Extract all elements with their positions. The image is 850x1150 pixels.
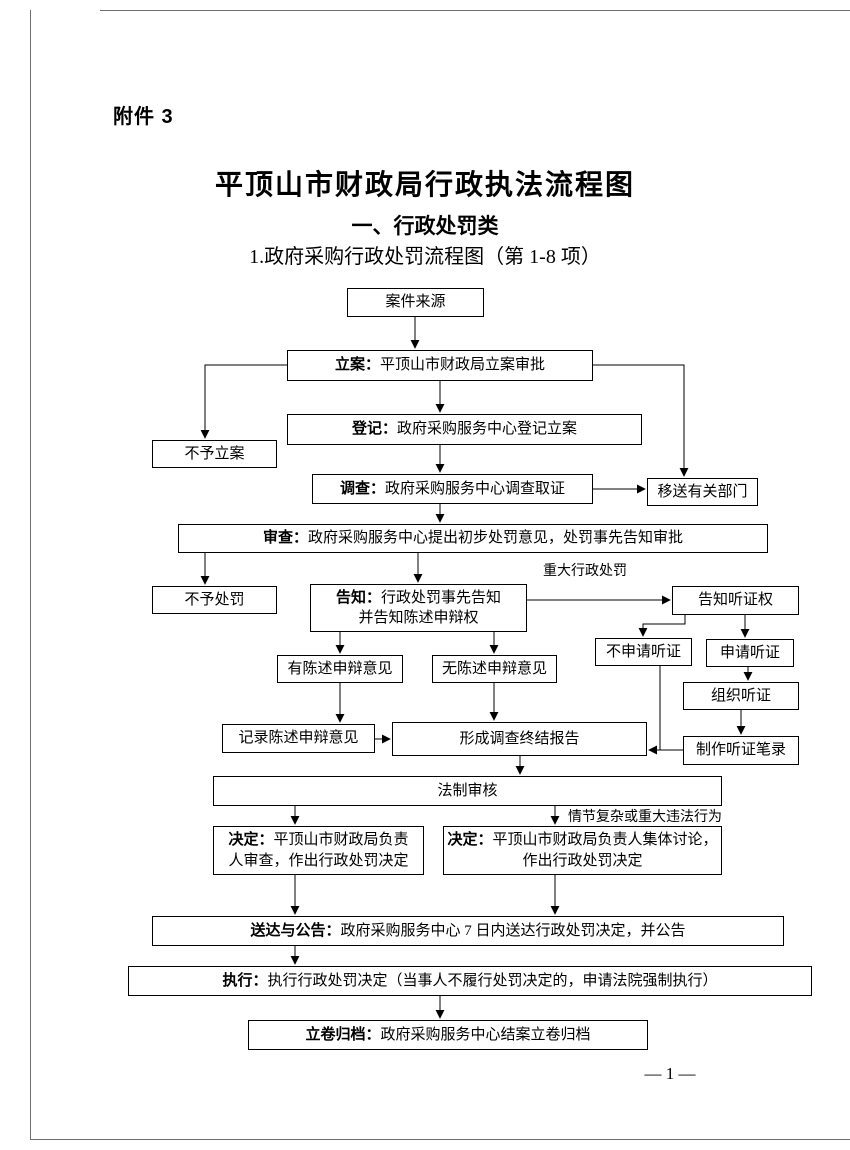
flow-node-execution: 执行：执行行政处罚决定（当事人不履行处罚决定的，申请法院强制执行） [128, 966, 812, 996]
node-label: 决定： [228, 832, 274, 849]
node-text: 不予处罚 [184, 591, 245, 608]
flow-node-hearing-record: 制作听证笔录 [683, 736, 799, 765]
flow-node-filing: 立案：平顶山市财政局立案审批 [287, 350, 593, 381]
node-label: 登记： [351, 421, 397, 438]
node-text: 政府采购服务中心 7 日内送达行政处罚决定，并公告 [340, 922, 686, 939]
node-text: 有陈述申辩意见 [287, 660, 393, 677]
node-text: 不予立案 [184, 445, 245, 462]
flow-node-no-statement: 无陈述申辩意见 [432, 655, 557, 683]
flow-node-no-filing: 不予立案 [152, 440, 277, 468]
node-text: 政府采购服务中心提出初步处罚意见，处罚事先告知审批 [308, 530, 684, 547]
flow-node-record-statement: 记录陈述申辩意见 [222, 724, 375, 753]
node-label: 立卷归档： [305, 1026, 381, 1043]
node-label: 立案： [334, 357, 380, 374]
node-text: 告知听证权 [697, 592, 773, 609]
node-text: 政府采购服务中心结案立卷归档 [380, 1026, 591, 1043]
flow-node-registration: 登记：政府采购服务中心登记立案 [287, 414, 642, 445]
node-text: 形成调查终结报告 [459, 730, 580, 747]
flow-node-case-source: 案件来源 [347, 288, 484, 317]
node-text-line2: 人审查，作出行政处罚决定 [228, 852, 409, 869]
attachment-label: 附件 3 [113, 106, 174, 128]
node-label: 调查： [339, 480, 385, 497]
node-text: 平顶山市财政局负责 [273, 832, 409, 849]
section-heading: 一、行政处罚类 [351, 215, 499, 238]
node-text: 政府采购服务中心调查取证 [385, 480, 566, 497]
node-text: 平顶山市财政局立案审批 [380, 357, 546, 374]
node-text: 移送有关部门 [657, 483, 748, 500]
node-text: 案件来源 [385, 294, 446, 311]
flow-node-final-report: 形成调查终结报告 [392, 722, 647, 756]
node-text: 组织听证 [710, 687, 771, 704]
flow-node-notice: 告知：行政处罚事先告知 并告知陈述申辩权 [310, 584, 527, 632]
flow-node-delivery: 送达与公告：政府采购服务中心 7 日内送达行政处罚决定，并公告 [152, 916, 784, 946]
page-number: — 1 — [644, 1064, 696, 1083]
subsection-heading: 1.政府采购行政处罚流程图（第 1-8 项） [249, 246, 601, 268]
node-label: 决定： [447, 832, 493, 849]
flow-node-no-penalty: 不予处罚 [152, 586, 277, 614]
flow-node-organize-hearing: 组织听证 [683, 682, 799, 710]
node-text: 不申请听证 [605, 643, 681, 660]
node-label: 执行： [222, 972, 268, 989]
node-label: 审查： [262, 530, 308, 547]
node-label: 告知： [335, 589, 381, 606]
flow-node-legal-review: 法制审核 [213, 776, 722, 806]
flow-node-decision-right: 决定：平顶山市财政局负责人集体讨论， 作出行政处罚决定 [443, 826, 722, 875]
node-text: 申请听证 [719, 644, 780, 661]
node-text: 执行行政处罚决定（当事人不履行处罚决定的，申请法院强制执行） [267, 972, 718, 989]
node-text-line2: 并告知陈述申辩权 [358, 610, 479, 626]
flow-node-investigation: 调查：政府采购服务中心调查取证 [312, 474, 593, 504]
node-text-line2: 作出行政处罚决定 [522, 852, 643, 869]
page-border-top [100, 10, 850, 11]
page-border-bottom [30, 1139, 850, 1140]
flow-node-no-hearing-request: 不申请听证 [595, 638, 692, 666]
node-text: 制作听证笔录 [695, 742, 786, 759]
doc-title: 平顶山市财政局行政执法流程图 [214, 170, 635, 201]
flow-node-archive: 立卷归档：政府采购服务中心结案立卷归档 [248, 1020, 648, 1050]
node-text: 法制审核 [437, 782, 498, 799]
flow-node-hearing-request: 申请听证 [706, 639, 794, 667]
flow-node-decision-left: 决定：平顶山市财政局负责 人审查，作出行政处罚决定 [213, 826, 424, 875]
node-text: 行政处罚事先告知 [381, 589, 502, 606]
flow-node-has-statement: 有陈述申辩意见 [277, 655, 403, 683]
node-text: 平顶山市财政局负责人集体讨论， [492, 832, 718, 849]
edge-label-complex-case: 情节复杂或重大违法行为 [568, 810, 722, 825]
node-text: 政府采购服务中心登记立案 [397, 421, 578, 438]
flow-node-hearing-right: 告知听证权 [672, 586, 799, 615]
flow-node-transfer: 移送有关部门 [647, 478, 758, 506]
node-text: 记录陈述申辩意见 [238, 730, 359, 747]
edge-label-major-penalty: 重大行政处罚 [543, 564, 627, 579]
flow-node-review: 审查：政府采购服务中心提出初步处罚意见，处罚事先告知审批 [178, 524, 768, 553]
node-text: 无陈述申辩意见 [441, 660, 547, 677]
page-border-left [30, 10, 31, 1140]
node-label: 送达与公告： [250, 922, 341, 939]
